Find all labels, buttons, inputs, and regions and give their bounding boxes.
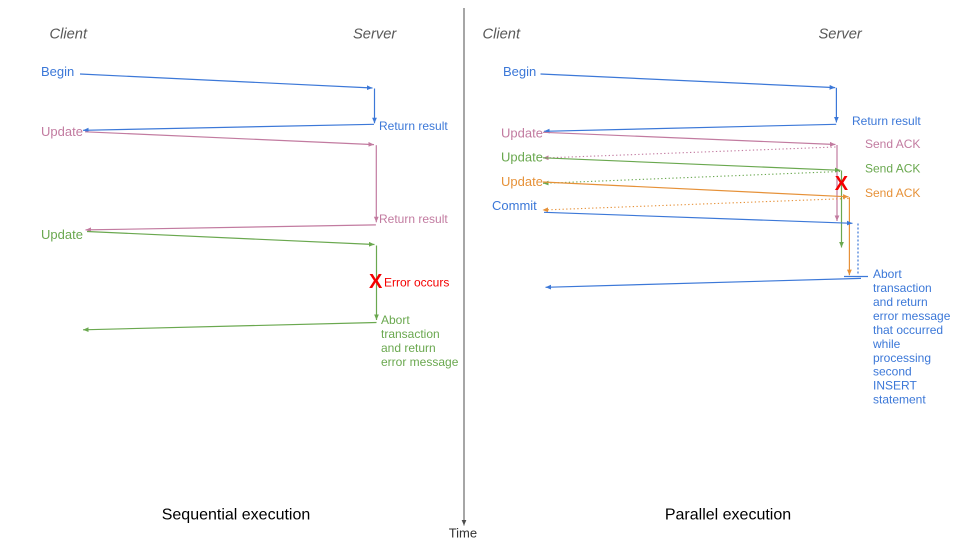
svg-text:Return result: Return result xyxy=(852,114,921,128)
svg-text:Sequential execution: Sequential execution xyxy=(162,507,311,524)
svg-text:second: second xyxy=(873,365,912,379)
svg-text:Update: Update xyxy=(501,126,543,141)
svg-text:Send ACK: Send ACK xyxy=(865,161,920,175)
svg-text:and return: and return xyxy=(381,341,436,355)
svg-text:error message: error message xyxy=(873,309,951,323)
svg-text:INSERT: INSERT xyxy=(873,379,917,393)
svg-text:Commit: Commit xyxy=(492,198,537,213)
svg-text:X: X xyxy=(835,173,849,195)
svg-text:Client: Client xyxy=(50,27,88,43)
svg-text:error message: error message xyxy=(381,355,459,369)
svg-text:Server: Server xyxy=(819,27,863,43)
svg-text:Abort: Abort xyxy=(873,267,902,281)
svg-text:transaction: transaction xyxy=(381,327,440,341)
svg-text:Client: Client xyxy=(483,27,521,43)
svg-text:Parallel execution: Parallel execution xyxy=(665,507,791,524)
svg-text:processing: processing xyxy=(873,351,931,365)
svg-text:X: X xyxy=(369,271,383,293)
svg-text:Update: Update xyxy=(501,174,543,189)
svg-text:Begin: Begin xyxy=(503,64,536,79)
svg-text:Update: Update xyxy=(41,124,83,139)
svg-text:Update: Update xyxy=(501,150,543,165)
svg-text:Return result: Return result xyxy=(379,119,448,133)
svg-text:Update: Update xyxy=(41,227,83,242)
svg-text:statement: statement xyxy=(873,393,926,407)
svg-text:Send ACK: Send ACK xyxy=(865,186,920,200)
svg-text:Abort: Abort xyxy=(381,313,410,327)
svg-text:Begin: Begin xyxy=(41,64,74,79)
svg-text:Server: Server xyxy=(353,27,397,43)
svg-text:transaction: transaction xyxy=(873,281,932,295)
svg-text:Send ACK: Send ACK xyxy=(865,137,920,151)
svg-text:Error occurs: Error occurs xyxy=(384,276,449,290)
svg-text:and return: and return xyxy=(873,295,928,309)
svg-text:Time: Time xyxy=(449,525,477,540)
svg-text:that occurred: that occurred xyxy=(873,323,943,337)
svg-text:while: while xyxy=(872,337,901,351)
svg-text:Return result: Return result xyxy=(379,212,448,226)
